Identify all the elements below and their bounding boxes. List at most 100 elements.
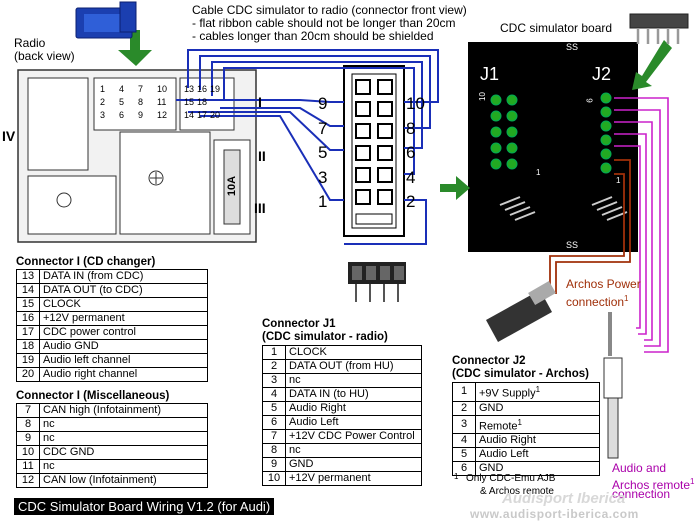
- radio-pin-number: 9: [138, 110, 144, 120]
- cable-socket: [355, 79, 371, 95]
- cable-socket: [355, 167, 371, 183]
- pin-number: 2: [262, 359, 286, 374]
- pin-number: 7: [262, 429, 286, 444]
- radio-pin-number: 10: [157, 84, 168, 94]
- pin-function: Audio left channel: [39, 353, 208, 368]
- board-break-bottom: SS: [566, 240, 579, 250]
- cable-socket: [355, 189, 371, 205]
- audio-remote-jack: [603, 312, 623, 459]
- pin-function: CLOCK: [39, 297, 208, 312]
- radio-pin-number: 16: [197, 84, 208, 94]
- cable-socket: [377, 145, 393, 161]
- connector-j1-subtitle: (CDC simulator - radio): [262, 331, 388, 343]
- cable-socket: [355, 101, 371, 117]
- cable-socket: [355, 145, 371, 161]
- watermark-brand: Audisport Iberica: [502, 490, 626, 507]
- j2-pin: [600, 120, 612, 132]
- connector-j2-title: Connector J2: [452, 355, 526, 367]
- radio-pin-number: 20: [210, 110, 221, 120]
- pin-function: nc: [39, 459, 208, 474]
- roman-ii: II: [258, 148, 266, 164]
- pin-function: +12V permanent: [39, 311, 208, 326]
- archos-power-plug: [486, 280, 556, 342]
- j1-pin: [490, 110, 502, 122]
- j1-pin-10-mark: 10: [477, 92, 487, 101]
- table-row: 16+12V permanent: [16, 311, 208, 326]
- diagram-title: CDC Simulator Board Wiring V1.2 (for Aud…: [14, 498, 275, 515]
- j1-pin: [506, 158, 518, 170]
- cable-socket: [377, 123, 393, 139]
- radio-pin-number: 7: [138, 84, 144, 94]
- pin-number: 10: [262, 471, 286, 486]
- radio-pin-number: 2: [100, 97, 106, 107]
- radio-pin-number: 4: [119, 84, 125, 94]
- pin-number: 9: [16, 431, 40, 446]
- cable-socket: [377, 189, 393, 205]
- pin-function: GND: [285, 457, 422, 472]
- pin-function: DATA OUT (from HU): [285, 359, 422, 374]
- cable-pin-number: 9: [318, 94, 328, 113]
- pin-number: 5: [452, 447, 476, 463]
- cable-note-title: Cable CDC simulator to radio (connector …: [192, 3, 467, 17]
- pin-function: nc: [285, 443, 422, 458]
- footnote-ref: 1: [517, 417, 522, 427]
- pin-number: 17: [16, 325, 40, 340]
- j1-pin: [490, 158, 502, 170]
- green-arrows: [118, 30, 672, 200]
- j1-pin: [506, 110, 518, 122]
- pin-function: +12V permanent: [285, 471, 422, 486]
- pin-number: 8: [16, 417, 40, 432]
- footnote-ref: 1: [535, 385, 541, 394]
- fuse-label: 10A: [226, 175, 239, 197]
- pin-number: 19: [16, 353, 40, 368]
- radio-pin-number: 5: [119, 97, 125, 107]
- j1-pin: [490, 94, 502, 106]
- cdc-simulator-board: [468, 42, 638, 252]
- radio-pin-number: 8: [138, 97, 144, 107]
- cable-socket: [377, 101, 393, 117]
- archos-audio-label-2: Archos remote1: [612, 477, 695, 492]
- table-row: 7+12V CDC Power Control: [262, 429, 422, 444]
- radio-connector-back-view: [17, 69, 257, 243]
- pin-number: 20: [16, 367, 40, 382]
- cable-note-line-2: - cables longer than 20cm should be shie…: [192, 29, 434, 43]
- pin-function: CDC power control: [39, 325, 208, 340]
- board-title: CDC simulator board: [500, 21, 613, 35]
- board-j1-label: J1: [480, 64, 500, 84]
- pin-function: Audio Right: [475, 433, 600, 449]
- radio-pin-number: 18: [197, 97, 208, 107]
- pin-number: 7: [16, 403, 40, 418]
- j1-pin: [506, 94, 518, 106]
- pin-number: 4: [452, 433, 476, 449]
- archos-audio-label: Audio and: [612, 461, 667, 475]
- archos-power-label-2: connection1: [566, 294, 629, 309]
- pin-function: DATA IN (from CDC): [39, 269, 208, 284]
- connector-j2-subtitle: (CDC simulator - Archos): [452, 368, 589, 380]
- cable-pin-number: 4: [406, 167, 416, 187]
- j2-footnote-mark: 1: [454, 472, 459, 481]
- j2-footnote-line-2: & Archos remote: [480, 486, 554, 497]
- cable-socket: [377, 167, 393, 183]
- pin-number: 15: [16, 297, 40, 312]
- radio-pin-number: 13: [184, 84, 195, 94]
